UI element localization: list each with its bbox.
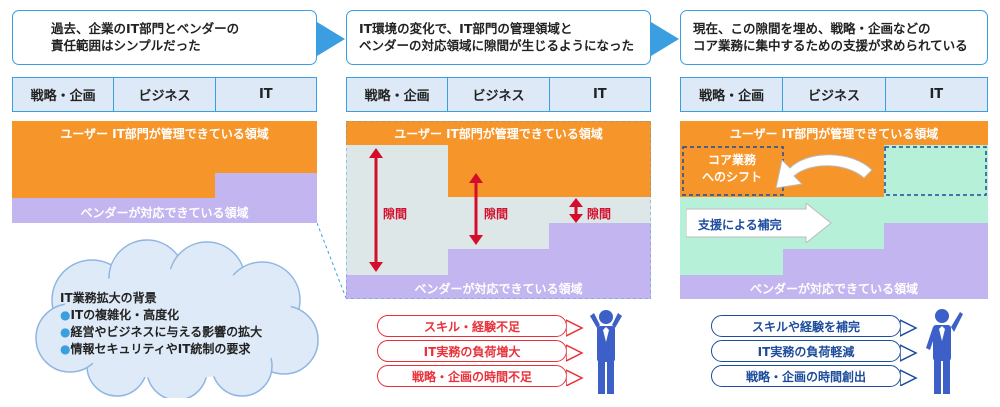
user-area-label: ユーザー IT部門が管理できている領域 (60, 127, 269, 141)
header-it: IT (258, 87, 273, 102)
next-arrow-icon (317, 22, 345, 56)
vendor-area-label: ベンダーが対応できている領域 (414, 282, 583, 296)
header-business: ビジネス (783, 78, 886, 111)
curved-shift-arrow-icon (775, 154, 873, 189)
header-strategy: 戦略・企画 (681, 78, 784, 111)
worried-person-icon (590, 310, 622, 394)
zoom-connector (317, 222, 347, 299)
header-strategy: 戦略・企画 (347, 78, 449, 111)
vendor-area-label: ベンダーが対応できている領域 (749, 282, 918, 296)
background-item-text: ITの複雑化・高度化 (70, 308, 180, 322)
support-arrow-icon (686, 203, 832, 243)
callout-change: IT環境の変化で、IT部門の管理領域と ベンダーの対応領域に隙間が生じるようにな… (346, 10, 651, 65)
callout-past: 過去、企業のIT部門とベンダーの 責任範囲はシンプルだった (12, 10, 317, 65)
callout-present-line2: コア業務に集中するための支援が求められている (693, 38, 968, 53)
header-strategy: 戦略・企画 (13, 78, 115, 111)
benefit-pill: IT実務の負荷軽減 (711, 340, 901, 362)
gap-arrow-icon (569, 198, 583, 223)
background-item-text: 情報セキュリティやIT統制の要求 (70, 342, 251, 356)
gap-label: 隙間 (587, 207, 612, 221)
user-area-label: ユーザー IT部門が管理できている領域 (394, 127, 603, 141)
column-header-row: 戦略・企画 ビジネス IT (12, 77, 317, 112)
responsibility-diagram-gap (346, 121, 651, 299)
header-business: ビジネス (114, 78, 216, 111)
vendor-area-label: ベンダーが対応できている領域 (80, 206, 249, 220)
speech-pointer-icon (566, 319, 584, 386)
support-label: 支援による補完 (698, 218, 782, 232)
callout-change-line2: ベンダーの対応領域に隙間が生じるようになった (359, 38, 635, 53)
next-arrow-icon (651, 22, 679, 56)
speech-pointer-icon (900, 319, 918, 386)
responsibility-diagram-present (680, 121, 988, 299)
gap-arrow-icon (369, 148, 383, 272)
callout-past-line2: 責任範囲はシンプルだった (51, 38, 201, 53)
header-it: IT (592, 87, 607, 102)
background-title: IT業務拡大の背景 (60, 291, 157, 305)
problem-pill: 戦略・企画の時間不足 (377, 365, 567, 387)
core-shift-label: コア業務 へのシフト (686, 152, 778, 186)
user-area-label: ユーザー IT部門が管理できている領域 (729, 127, 939, 141)
callout-present-line1: 現在、この隙間を埋め、戦略・企画などの (693, 21, 931, 36)
callout-present: 現在、この隙間を埋め、戦略・企画などの コア業務に集中するための支援が求められて… (680, 10, 988, 65)
problem-pill: IT実務の負荷増大 (377, 340, 567, 362)
callout-past-line1: 過去、企業のIT部門とベンダーの (51, 21, 240, 36)
gap-label: 隙間 (383, 207, 408, 221)
confident-person-icon (926, 309, 963, 394)
benefit-pill: スキルや経験を補完 (711, 315, 901, 337)
column-header-row: 戦略・企画 ビジネス IT (346, 77, 651, 112)
header-business: ビジネス (448, 78, 550, 111)
problem-pill: スキル・経験不足 (377, 315, 567, 337)
background-item: ●情報セキュリティやIT統制の要求 (60, 342, 251, 356)
responsibility-diagram-past (12, 121, 317, 223)
core-shift-line1: コア業務 (707, 153, 756, 167)
core-shift-line2: へのシフト (701, 170, 762, 184)
gap-arrow-icon (469, 173, 483, 245)
background-item-text: 経営やビジネスに与える影響の拡大 (70, 325, 263, 339)
header-it: IT (929, 87, 944, 102)
benefit-pill: 戦略・企画の時間創出 (711, 365, 901, 387)
callout-change-line1: IT環境の変化で、IT部門の管理領域と (359, 21, 573, 36)
gap-label: 隙間 (484, 207, 509, 221)
background-box: IT業務拡大の背景 ●ITの複雑化・高度化 ●経営やビジネスに与える影響の拡大 … (60, 290, 262, 358)
background-item: ●ITの複雑化・高度化 (60, 308, 180, 322)
cloud-shape (35, 239, 319, 398)
column-header-row: 戦略・企画 ビジネス IT (680, 77, 988, 112)
background-item: ●経営やビジネスに与える影響の拡大 (60, 325, 263, 339)
